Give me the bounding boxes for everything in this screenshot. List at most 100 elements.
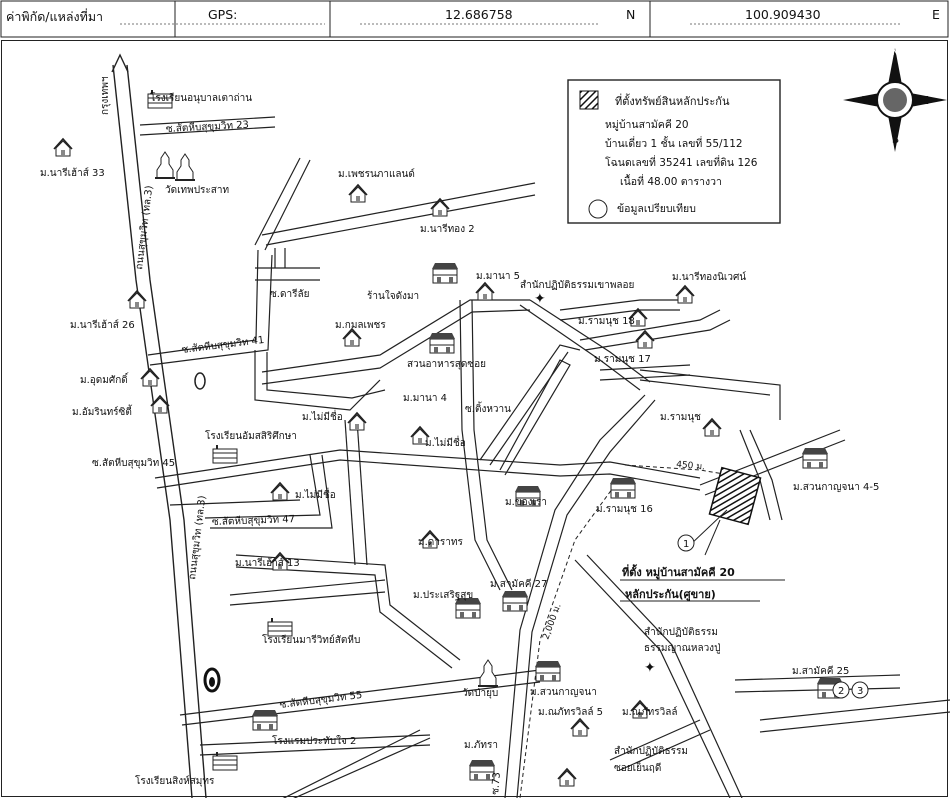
place-khong-rao: ม.ของเรา (505, 497, 547, 508)
place-shop-jaidangma: ร้านใจดังมา (367, 290, 419, 302)
house-icon (347, 412, 367, 431)
place-samakkhi-27: ม.สามัคคี 27 (490, 578, 547, 590)
place-samakkhi-25: ม.สามัคคี 25 (792, 665, 849, 677)
place-nareethong-niwet: ม.นารีทองนิเวศน์ (672, 271, 746, 283)
house-icon (430, 198, 450, 217)
house-icon (53, 138, 73, 157)
distance-2000: 2,000 ม. (541, 602, 563, 641)
compass-e: E (922, 94, 929, 107)
shop-icon (501, 590, 529, 612)
callout-line-2: หลักประกัน(ศูขาย) (625, 588, 716, 602)
coordinate-header: ค่าพิกัด/แหล่งที่มา GPS: 12.686758 N 100… (0, 0, 950, 38)
shop-icon (428, 332, 456, 354)
place-soi-yenruedee: ซอยเย็นฤดี (614, 760, 661, 774)
legend-line-1: หมู่บ้านสามัคคี 20 (605, 118, 689, 131)
place-unnamed-3: ม.ไม่มีชื่อ (295, 487, 336, 501)
place-temple-payub: วัดป่ายุบ (462, 688, 498, 699)
road-label-sukhumvit-1: ถนนสุขุมวิท (ทล.3) (134, 185, 155, 271)
gps-label: GPS: (208, 7, 238, 22)
place-nareethong-2: ม.นารีทอง 2 (420, 223, 475, 235)
place-school-singsamut: โรงเรียนสิงห์สมุทร (135, 774, 215, 787)
legend-line-3: โฉนดเลขที่ 35241 เลขที่ดิน 126 (605, 155, 758, 169)
legend-box (567, 79, 781, 224)
place-suan-kanchana: ม.สวนกาญจนา (530, 687, 597, 698)
place-manana-5: ม.มานา 5 (476, 271, 520, 282)
callout-line-1: ที่ตั้ง หมู่บ้านสามัคคี 20 (622, 564, 735, 580)
road-label-soi23: ซ.สัตหีบสุขุมวิท 23 (166, 119, 250, 135)
place-naphatville: ม.ณภัทรวิลล์ (622, 706, 677, 718)
marker-2-circle (832, 681, 850, 699)
legend-line-2: บ้านเดี่ยว 1 ชั้น เลขที่ 55/112 (605, 136, 743, 150)
place-ramnuch-18: ม.รามนุช 18 (578, 316, 635, 327)
place-nareehouse-33: ม.นารีเฮ้าส์ 33 (40, 167, 105, 179)
place-amarin-city: ม.อัมรินทร์ซิตี้ (72, 404, 133, 418)
longitude-value: 100.909430 (745, 7, 821, 22)
legend-compare-circle-icon (588, 199, 608, 219)
place-ramnuch-17: ม.รามนุช 17 (594, 354, 651, 365)
place-ramnuch-16: ม.รามนุช 16 (596, 504, 653, 515)
road-label-soi41: ซ.สัตหีบสุขุมวิท 41 (181, 334, 265, 356)
distance-line-2000 (519, 484, 616, 798)
place-manana-4: ม.มานา 4 (403, 393, 447, 404)
place-restaurant-sudsoi: สวนอาหารสุดซอย (407, 359, 486, 370)
road-label-73: ซ.73 (490, 772, 503, 796)
map-frame (1, 40, 948, 797)
marker-3-circle (851, 681, 869, 699)
temple-icon (174, 153, 196, 181)
house-icon (635, 330, 655, 349)
latitude-dir: N (626, 7, 636, 22)
place-khao-ploy-center: สำนักปฏิบัติธรรมเขาพลอย (520, 280, 634, 291)
subject-property-parcel (708, 466, 762, 526)
place-school-amsiri: โรงเรียนอัมสสิริศึกษา (205, 429, 297, 442)
place-meditation-center-2: สำนักปฏิบัติธรรม (644, 627, 718, 638)
shop-icon (251, 709, 279, 731)
place-temple-thepprasat: วัดเทพประสาท (165, 185, 229, 196)
header-frame (0, 0, 949, 38)
legend-line-4: เนื้อที่ 48.00 ตารางวา (620, 174, 722, 188)
road-label-soi47: ซ.สัตหีบสุขุมวิท 47 (212, 513, 296, 528)
shop-icon (431, 262, 459, 284)
place-nareehouse-13: ม.นารีเฮ้าส์ 13 (235, 557, 300, 569)
highway-sukhumvit (111, 53, 207, 798)
place-naphatville-5: ม.ณภัทรวิลล์ 5 (538, 706, 603, 718)
place-kamonpetch: ม.กมลเพชร (335, 320, 386, 331)
flame-icon (203, 667, 221, 693)
house-icon (702, 418, 722, 437)
road-label-soi45: ซ.สัตหีบสุขุมวิท 45 (92, 457, 175, 469)
place-unnamed-1: ม.ไม่มีชื่อ (302, 409, 343, 423)
marker-1-circle (677, 534, 695, 552)
place-school-anuban-taothan: โรงเรียนอนุบาลเตาถ่าน (150, 91, 252, 104)
marker-1-label: 1 (683, 539, 689, 550)
road-label-bangkok: กรุงเทพฯ (100, 76, 111, 115)
school-icon (212, 751, 238, 771)
school-icon (267, 617, 293, 637)
coord-source-label: ค่าพิกัด/แหล่งที่มา (6, 9, 104, 24)
marker-2-label: 2 (838, 686, 844, 697)
svg-text:✦: ✦ (534, 291, 546, 307)
house-icon (557, 768, 577, 787)
temple-icon (154, 151, 176, 179)
flame-icon (194, 372, 206, 390)
shop-icon (609, 477, 637, 499)
distance-450: 450 ม. (676, 460, 706, 472)
house-icon (475, 282, 495, 301)
compass-w: W (862, 94, 873, 107)
meditation-center-icon: ✦ (534, 291, 546, 307)
compass-s: S (892, 133, 899, 146)
road-label-soi55: ซ.สัตหีบสุขุมวิท 55 (279, 689, 363, 711)
legend-compare: ข้อมูลเปรียบเทียบ (617, 202, 696, 215)
svg-text:✦: ✦ (644, 660, 656, 676)
place-phattra: ม.ภัทรา (464, 740, 498, 751)
place-meditation-center-3: สำนักปฏิบัติธรรม (614, 746, 688, 757)
local-roads (139, 116, 950, 798)
house-icon (348, 184, 368, 203)
shop-icon (534, 660, 562, 682)
place-prasertsuk: ม.ประเสริฐสุข (413, 590, 473, 601)
place-daratorn: ม.ดาราทร (418, 537, 463, 548)
road-label-tinghwan: ซ.ติ้งหวาน (465, 401, 511, 415)
road-label-kinwilai: ซ.ดารีลัย (270, 288, 309, 300)
legend-hatch-icon (579, 90, 599, 110)
school-icon (212, 444, 238, 464)
compass-rose-icon (843, 48, 947, 152)
